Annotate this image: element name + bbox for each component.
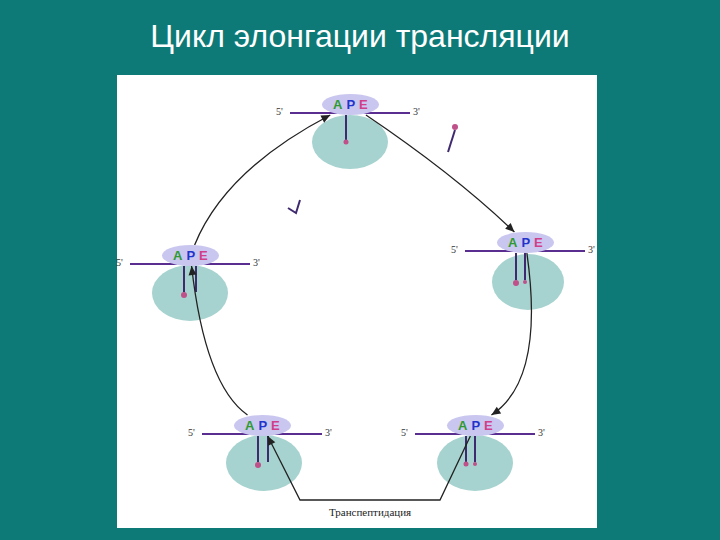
amino-acid — [452, 124, 458, 130]
arrowhead — [189, 266, 197, 275]
site-letter: A — [508, 235, 517, 250]
incoming-trna — [448, 130, 455, 152]
cycle-arrow — [366, 115, 514, 232]
trna — [345, 115, 347, 140]
trna — [195, 266, 197, 292]
leaving-trna — [288, 200, 300, 213]
strand-end-label: 5' — [276, 106, 283, 118]
site-letter: A — [173, 248, 182, 263]
arrowhead — [505, 223, 514, 232]
strand-end-label: 5' — [116, 257, 123, 269]
site-letter: E — [359, 97, 368, 112]
site-letter: E — [534, 235, 543, 250]
site-letter: E — [199, 248, 208, 263]
strand-end-label: 5' — [401, 427, 408, 439]
small-subunit: APE — [497, 232, 554, 253]
amino-acid — [473, 462, 477, 466]
arrowhead — [491, 407, 501, 415]
slide-title: Цикл элонгации трансляции — [0, 18, 720, 55]
trna — [474, 436, 476, 462]
strand-end-label: 3' — [253, 257, 260, 269]
strand-end-label: 3' — [538, 427, 545, 439]
site-letter: A — [245, 418, 254, 433]
trna — [515, 253, 517, 280]
arrowhead — [268, 436, 276, 446]
cycle-arrow — [491, 253, 531, 415]
site-letter: E — [271, 418, 280, 433]
amino-acid — [255, 462, 261, 468]
small-subunit: APE — [162, 245, 219, 266]
site-letter: P — [346, 97, 355, 112]
edge-label: Транспептидация — [327, 506, 413, 519]
site-letter: P — [521, 235, 530, 250]
cycle-arrow — [268, 436, 471, 500]
small-subunit: APE — [322, 94, 379, 115]
arrow-line — [491, 253, 531, 415]
arrow-line — [192, 266, 248, 415]
large-subunit — [312, 115, 388, 169]
amino-acid — [464, 462, 469, 467]
strand-end-label: 5' — [451, 244, 458, 256]
site-letter: P — [258, 418, 267, 433]
strand-end-label: 3' — [325, 427, 332, 439]
amino-acid — [181, 292, 187, 298]
site-letter: A — [458, 418, 467, 433]
trna — [257, 436, 259, 462]
cycle-arrow — [189, 266, 248, 415]
strand-end-label: 3' — [588, 244, 595, 256]
large-subunit — [152, 265, 228, 321]
strand-end-label: 3' — [413, 106, 420, 118]
small-subunit: APE — [447, 415, 504, 436]
trna — [183, 266, 185, 292]
arrow-line — [195, 115, 331, 245]
amino-acid — [513, 280, 519, 286]
arrow-line — [268, 436, 471, 500]
arrowhead — [320, 115, 330, 123]
site-letter: P — [186, 248, 195, 263]
strand-end-label: 5' — [188, 427, 195, 439]
amino-acid — [523, 280, 527, 284]
trna — [524, 253, 526, 280]
amino-acid — [344, 140, 349, 145]
trna — [465, 436, 467, 462]
small-subunit: APE — [234, 415, 291, 436]
site-letter: E — [484, 418, 493, 433]
arrow-line — [366, 115, 514, 232]
cycle-arrow — [195, 115, 331, 245]
site-letter: A — [333, 97, 342, 112]
site-letter: P — [471, 418, 480, 433]
